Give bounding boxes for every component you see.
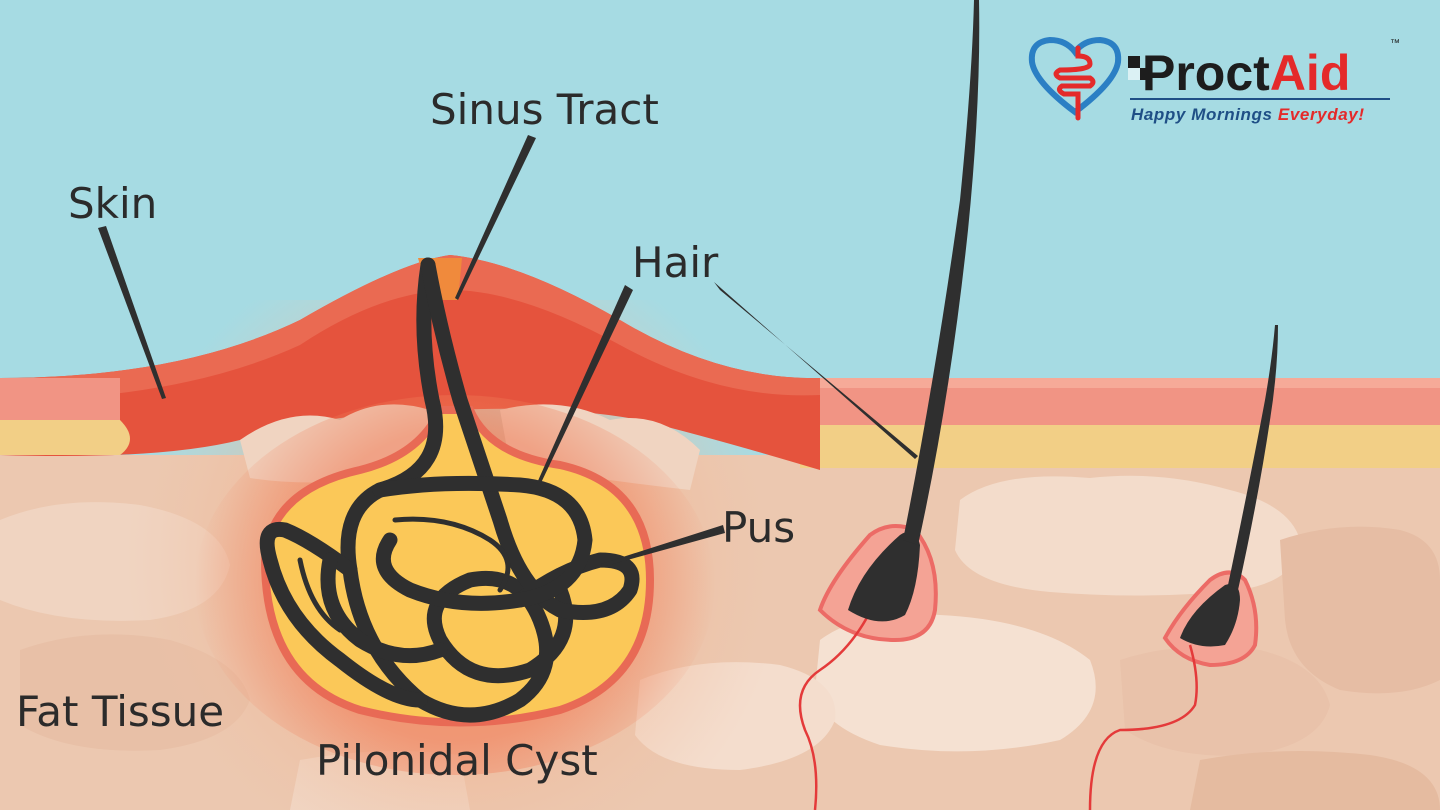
label-pus: Pus — [722, 503, 795, 552]
pointer-pus — [601, 525, 725, 567]
label-skin: Skin — [68, 179, 157, 228]
label-pointers — [98, 135, 918, 567]
hair-tangle — [259, 257, 640, 723]
label-fat-tissue: Fat Tissue — [16, 687, 224, 736]
logo-cross-block-2 — [1140, 68, 1152, 80]
logo-cross-block — [1128, 56, 1140, 68]
hair-follicle-1 — [798, 0, 980, 810]
logo-cross-block-3 — [1128, 68, 1140, 80]
label-hair: Hair — [632, 238, 719, 287]
skin-left-pink — [0, 378, 120, 420]
trademark-mark: ™ — [1390, 38, 1400, 49]
pointer-hair-left — [537, 285, 633, 485]
heart-intestine-icon — [1028, 36, 1122, 121]
pointer-hair-right — [714, 282, 918, 459]
skin-highlight — [780, 378, 1440, 388]
fat-yellow-band — [800, 418, 1440, 468]
brand-tagline: Happy Mornings Everyday! — [1131, 105, 1365, 124]
pointer-skin — [98, 226, 166, 399]
hair-tangle-thin — [297, 516, 511, 633]
brand-name: ProctAid — [1142, 45, 1350, 101]
skin-layer — [0, 255, 820, 470]
skin-upper-tone — [0, 255, 820, 400]
proctaid-logo: ProctAid ™ Happy Mornings Everyday! — [1028, 36, 1400, 124]
label-pilonidal-cyst: Pilonidal Cyst — [316, 736, 598, 785]
fat-left-yellow — [0, 420, 130, 455]
label-sinus-tract: Sinus Tract — [430, 85, 659, 134]
logo-underline — [1130, 98, 1390, 100]
hair-follicle-2 — [1088, 325, 1278, 810]
pointer-sinus-tract — [455, 135, 536, 300]
